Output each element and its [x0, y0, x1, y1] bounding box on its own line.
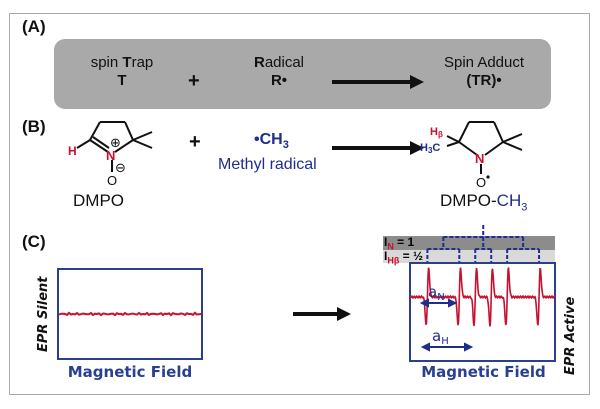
dmpo-ch3-name: DMPO-CH3: [440, 191, 528, 214]
reaction-arrow-c: [293, 307, 351, 321]
n-atom: N: [106, 148, 115, 163]
h-beta-atom: Hβ: [430, 126, 443, 139]
n-atom: N: [475, 151, 484, 166]
right-x-axis-label: Magnetic Field: [421, 363, 546, 381]
ihb-label: IHβ = ½: [384, 249, 424, 266]
flat-spectrum-line: [59, 311, 201, 317]
methyl-radical-formula: •CH3: [254, 131, 289, 152]
bond: [89, 121, 101, 141]
in-label: IN = 1: [384, 235, 415, 252]
bond: [484, 141, 504, 156]
splitting-tree: [426, 225, 541, 263]
plus-sign-b: +: [189, 131, 201, 153]
reaction-arrow-b: [332, 141, 424, 155]
o-atom: O: [107, 173, 117, 188]
methyl-bond: [132, 139, 153, 149]
spectrum-line: [409, 267, 556, 327]
double-bond: [92, 136, 110, 149]
epr-silent-plot: [57, 268, 203, 360]
methyl-bond: [132, 131, 153, 141]
bond: [76, 139, 91, 149]
bond: [124, 121, 134, 141]
spin-adduct-label: Spin Adduct (TR)•: [443, 54, 525, 89]
methyl-bond: [502, 133, 523, 143]
h-atom: H: [68, 144, 77, 158]
ch3-bond: [446, 141, 460, 147]
radical-label: Radical R•: [253, 54, 305, 89]
bond: [458, 121, 470, 143]
epr-active-label: EPR Active: [563, 296, 578, 375]
o-atom: O: [476, 175, 486, 190]
bond: [493, 121, 504, 143]
epr-silent-label: EPR Silent: [36, 276, 51, 352]
aH-label: aH: [432, 327, 449, 347]
panel-b-label: (B): [22, 117, 46, 136]
panel-c-label: (C): [22, 232, 46, 251]
plus-sign-a: +: [188, 70, 200, 92]
bond: [89, 139, 109, 153]
dmpo-ch3-structure: Hβ H3C N O: [420, 121, 523, 190]
minus-charge: ⊖: [115, 161, 126, 176]
aN-arrow: [419, 298, 458, 308]
panel-a-label: (A): [22, 17, 46, 36]
aH-arrow: [420, 342, 474, 352]
methyl-radical-name: Methyl radical: [218, 156, 317, 173]
reaction-arrow-a: [332, 75, 424, 89]
bond: [114, 139, 134, 153]
methyl-bond: [502, 141, 523, 151]
h3c-group: H3C: [420, 142, 440, 155]
spin-trap-symbol: T: [117, 72, 127, 89]
radical-dot: [486, 175, 490, 179]
epr-active-plot: aN aH: [409, 225, 556, 362]
left-x-axis-label: Magnetic Field: [67, 363, 193, 381]
aN-label: aN: [428, 283, 445, 303]
bond: [458, 141, 478, 156]
h-beta-bond: [446, 135, 460, 143]
plus-charge: ⊕: [110, 136, 121, 151]
reaction-scheme-box: [54, 39, 551, 109]
spin-adduct-symbol: (TR)•: [466, 72, 502, 89]
spectrum-frame: [409, 262, 556, 362]
spin-trap-label: spin Trap T: [90, 54, 154, 89]
dmpo-structure: H N ⊕ ⊖ O: [68, 121, 153, 188]
in-band: [383, 236, 555, 250]
radical-symbol: R•: [270, 72, 288, 89]
ihb-band: [383, 250, 555, 263]
dmpo-name: DMPO: [73, 191, 124, 210]
